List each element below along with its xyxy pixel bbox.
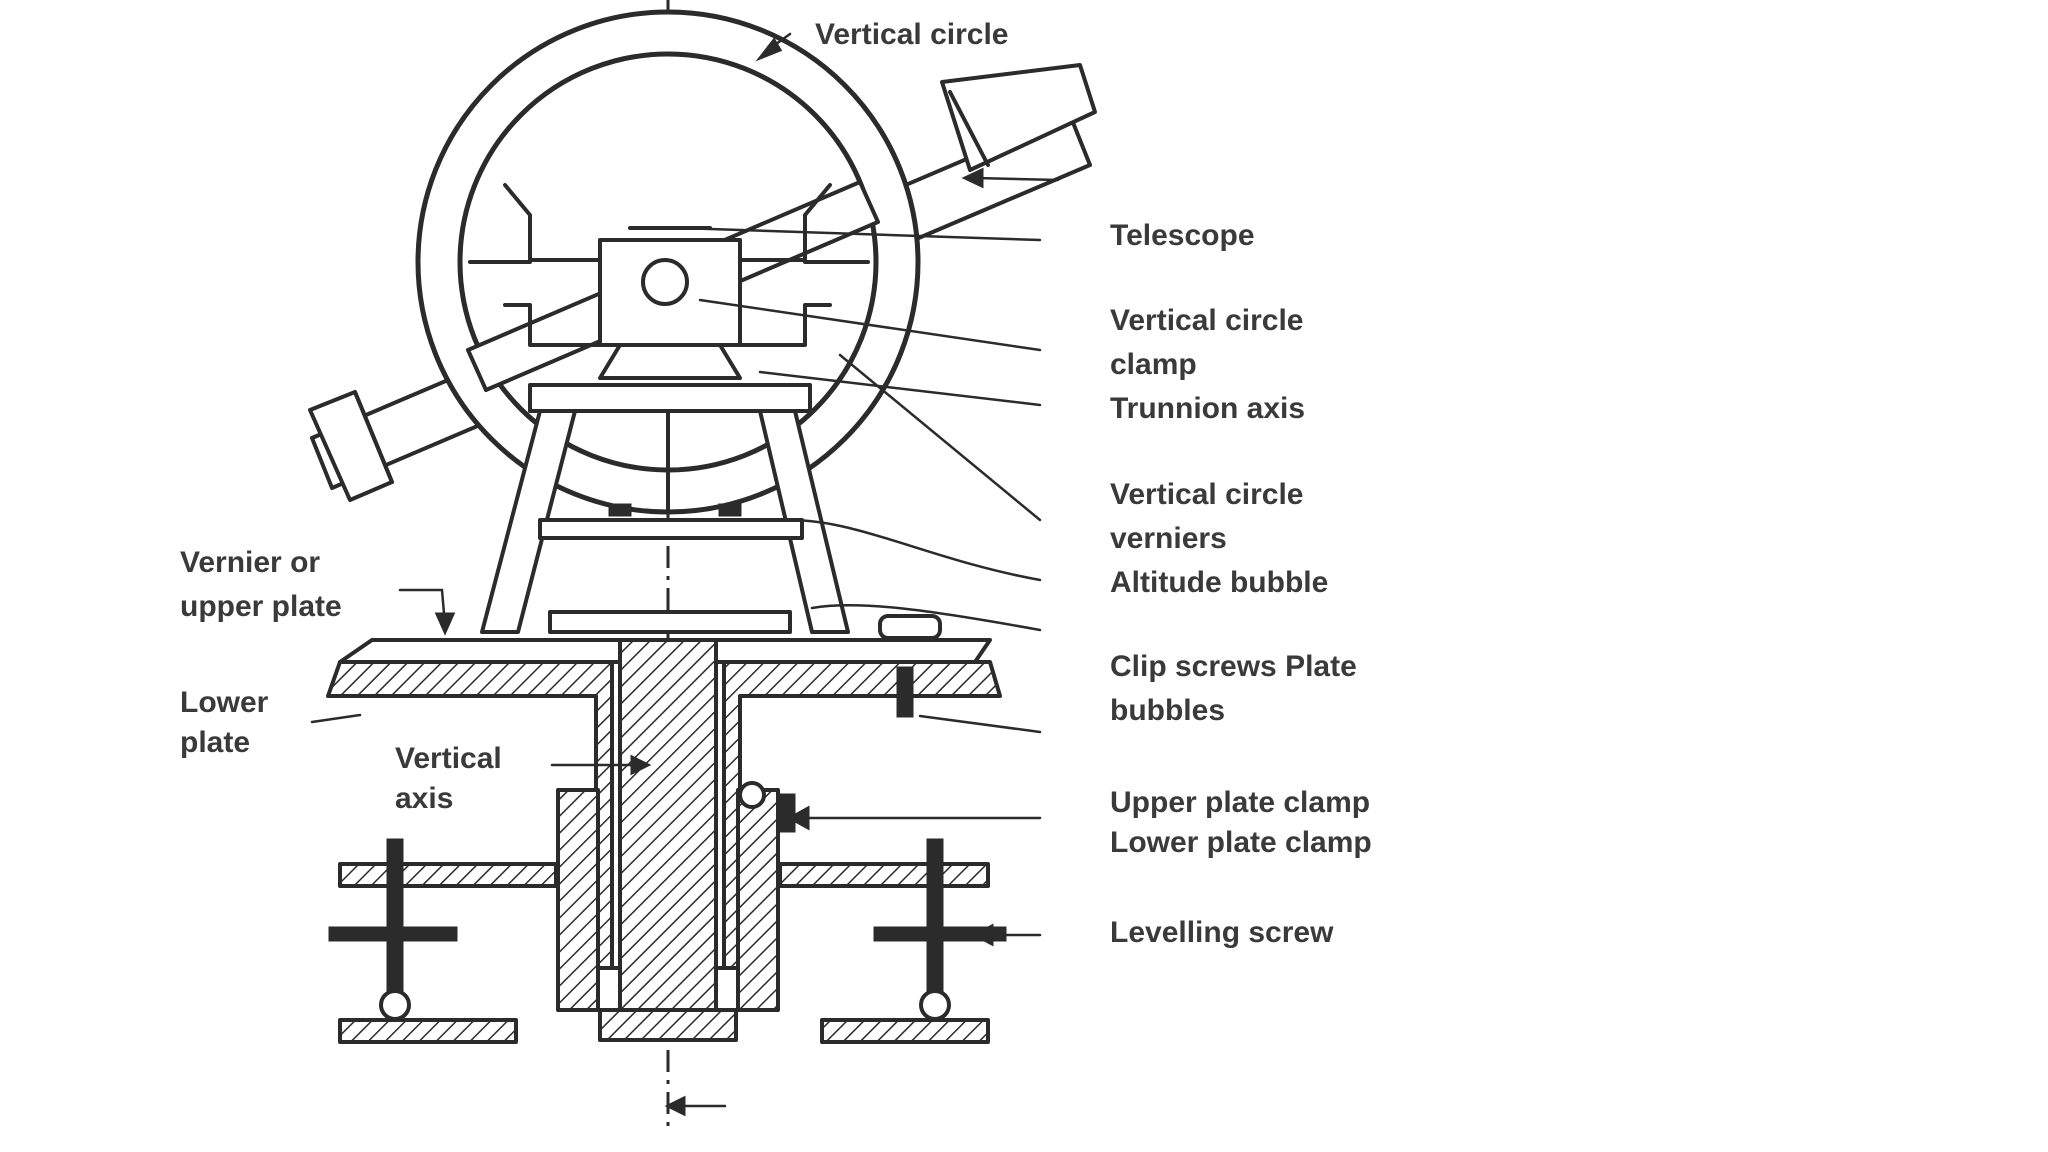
label-lower-plate-line2: plate [180, 726, 250, 759]
label-altitude-bubble: Altitude bubble [1110, 566, 1328, 599]
label-clip-screws: Clip screws Plate [1110, 650, 1357, 683]
label-trunnion-axis: Trunnion axis [1110, 392, 1305, 425]
label-upper-plate-clamp: Upper plate clamp [1110, 786, 1370, 819]
callout-labels: Vertical circle Telescope Vertical circl… [180, 18, 1372, 949]
standards-frame [468, 183, 870, 347]
label-clip-screws-line2: bubbles [1110, 694, 1225, 727]
label-vernier-plate-line2: upper plate [180, 590, 342, 623]
levelling-screws [328, 838, 1007, 1022]
label-vertical-circle: Vertical circle [815, 18, 1008, 51]
tribrach [338, 862, 990, 1044]
label-lower-plate-clamp: Lower plate clamp [1110, 826, 1372, 859]
label-vertical-circle-verniers: Vertical circle [1110, 478, 1303, 511]
vertical-axis-spindle [556, 638, 780, 1042]
trunnion-block [528, 226, 812, 413]
leader-lines [310, 32, 1060, 1117]
label-vertical-circle-clamp: Vertical circle [1110, 304, 1303, 337]
label-telescope: Telescope [1110, 219, 1255, 252]
label-vertical-axis: Vertical [395, 742, 502, 775]
instrument-drawing [308, 0, 1097, 1130]
label-vertical-axis-line2: axis [395, 782, 453, 815]
label-vertical-circle-verniers-line2: verniers [1110, 522, 1227, 555]
label-levelling-screw: Levelling screw [1110, 916, 1334, 949]
label-vertical-circle-clamp-line2: clamp [1110, 348, 1197, 381]
label-vernier-plate: Vernier or [180, 546, 320, 579]
label-lower-plate: Lower [180, 686, 269, 719]
